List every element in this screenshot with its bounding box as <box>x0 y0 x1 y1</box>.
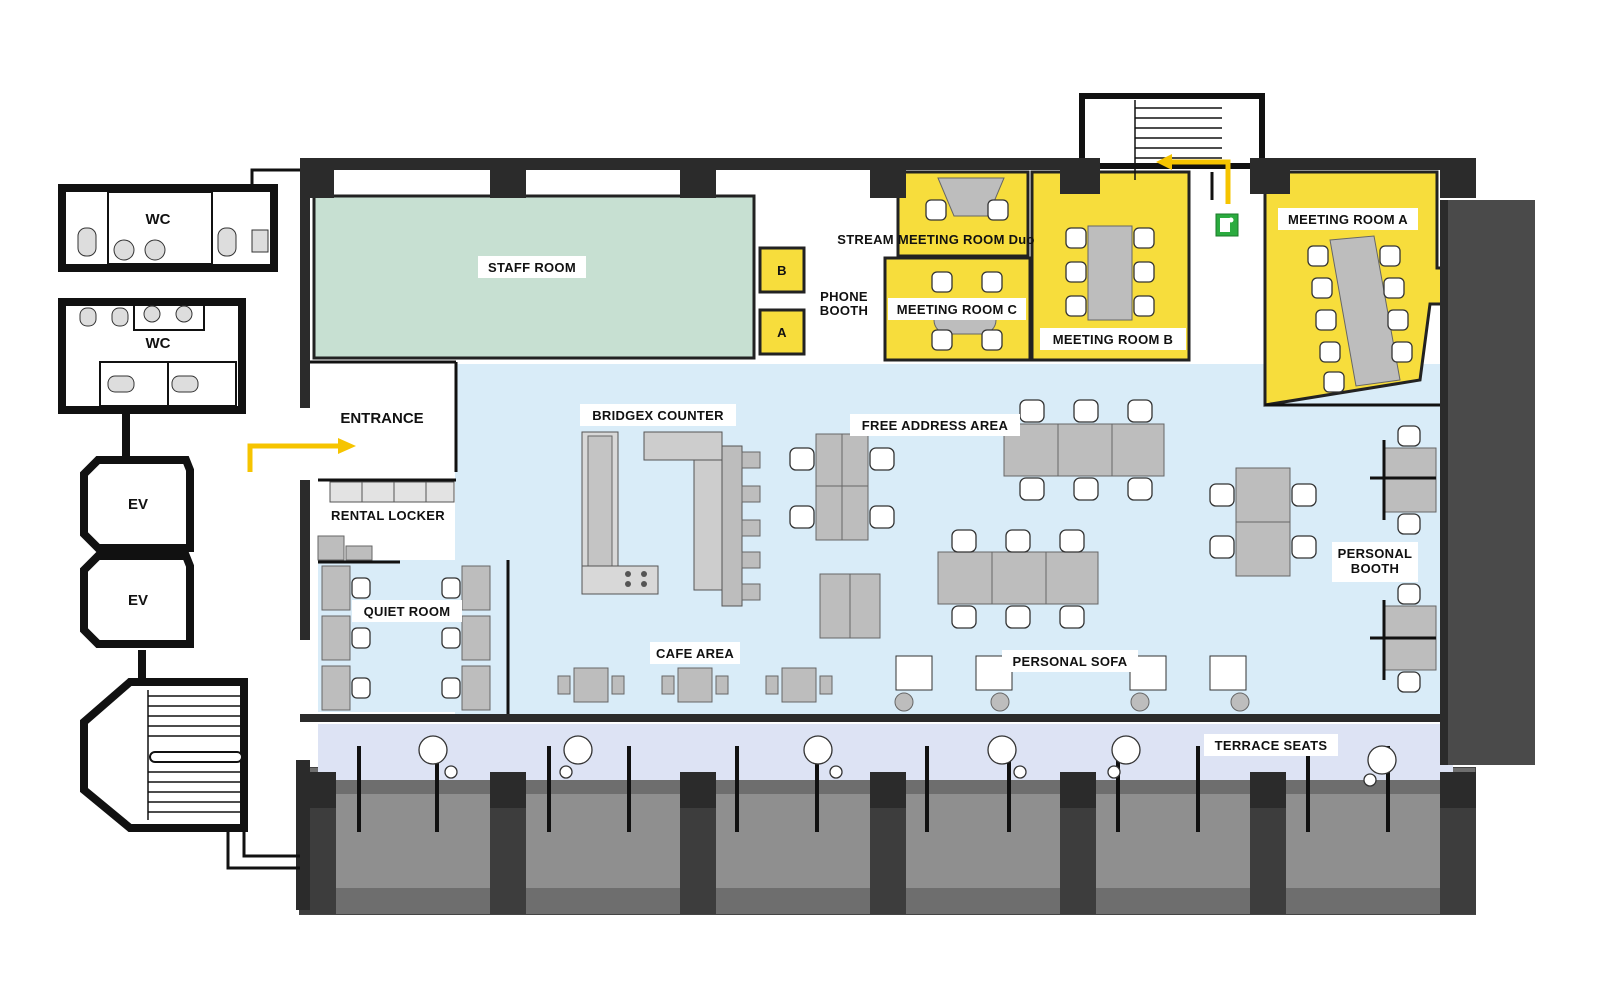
terrace-chair <box>418 735 458 779</box>
personal-booths <box>1370 425 1437 693</box>
stream-meeting-room-label: STREAM MEETING ROOM Duo <box>837 232 1035 247</box>
personal-sofa-label: PERSONAL SOFA <box>1013 654 1128 669</box>
meeting-room-b-label: MEETING ROOM B <box>1053 332 1173 347</box>
cafe-tables <box>557 667 833 703</box>
phone-booth-b[interactable] <box>758 246 806 294</box>
sink-icon <box>251 229 269 253</box>
terrace-chair <box>559 735 593 779</box>
free-address-area-label: FREE ADDRESS AREA <box>862 418 1009 433</box>
sink-icon <box>143 305 193 323</box>
sink-icon <box>113 239 166 261</box>
bridgex-counter <box>581 431 761 607</box>
personal-booth-label-line2: BOOTH <box>1351 561 1399 576</box>
personal-sofas <box>894 655 1250 712</box>
interior-walls <box>310 172 1440 714</box>
terrace-seats-label: TERRACE SEATS <box>1215 738 1328 753</box>
room-labels: STAFF ROOM ENTRANCE RENTAL LOCKER QUIET … <box>128 208 1418 756</box>
phone-booth-label-line1: PHONE <box>820 289 868 304</box>
emergency-exit-icon <box>1215 213 1239 237</box>
meeting-room-a-label: MEETING ROOM A <box>1288 212 1408 227</box>
personal-booth-label-line1: PERSONAL <box>1338 546 1413 561</box>
wc-upper-label: WC <box>146 211 171 228</box>
terrace-chair <box>1107 735 1141 779</box>
meeting-room-furniture <box>925 177 1413 393</box>
rental-locker <box>329 481 455 503</box>
north-stairwell <box>1079 93 1265 180</box>
toilet-icon <box>77 227 97 257</box>
terrace-chair <box>803 735 843 779</box>
phone-booth-b-label: B <box>777 263 787 278</box>
quiet-room-label: QUIET ROOM <box>364 604 451 619</box>
quiet-room-desks <box>317 535 491 711</box>
phone-booth-a-label: A <box>777 325 787 340</box>
rental-locker-label: RENTAL LOCKER <box>331 508 445 523</box>
terrace-chair <box>1363 745 1397 787</box>
free-address-desks <box>789 399 1317 639</box>
ev-lower-label: EV <box>128 592 148 609</box>
cafe-area-label: CAFE AREA <box>656 646 734 661</box>
terrace-chair <box>987 735 1027 779</box>
entrance-arrow-icon <box>247 438 356 472</box>
terrace-railing-posts <box>357 746 1390 832</box>
left-core <box>58 168 300 870</box>
bridgex-counter-label: BRIDGEX COUNTER <box>592 408 724 423</box>
meeting-room-c-label: MEETING ROOM C <box>897 302 1018 317</box>
toilet-icon <box>79 307 129 327</box>
phone-booth-label-line2: BOOTH <box>820 303 868 318</box>
terrace-seats <box>418 735 1397 787</box>
staff-room-label: STAFF ROOM <box>488 260 576 275</box>
entrance-label: ENTRANCE <box>340 410 423 427</box>
stair-arrow-icon <box>1156 154 1231 204</box>
ev-upper-label: EV <box>128 496 148 513</box>
phone-booth-a[interactable] <box>758 308 806 356</box>
wc-lower-label: WC <box>146 335 171 352</box>
toilet-icon <box>217 227 237 257</box>
building-walls <box>296 158 1535 910</box>
toilet-icon <box>107 375 199 393</box>
